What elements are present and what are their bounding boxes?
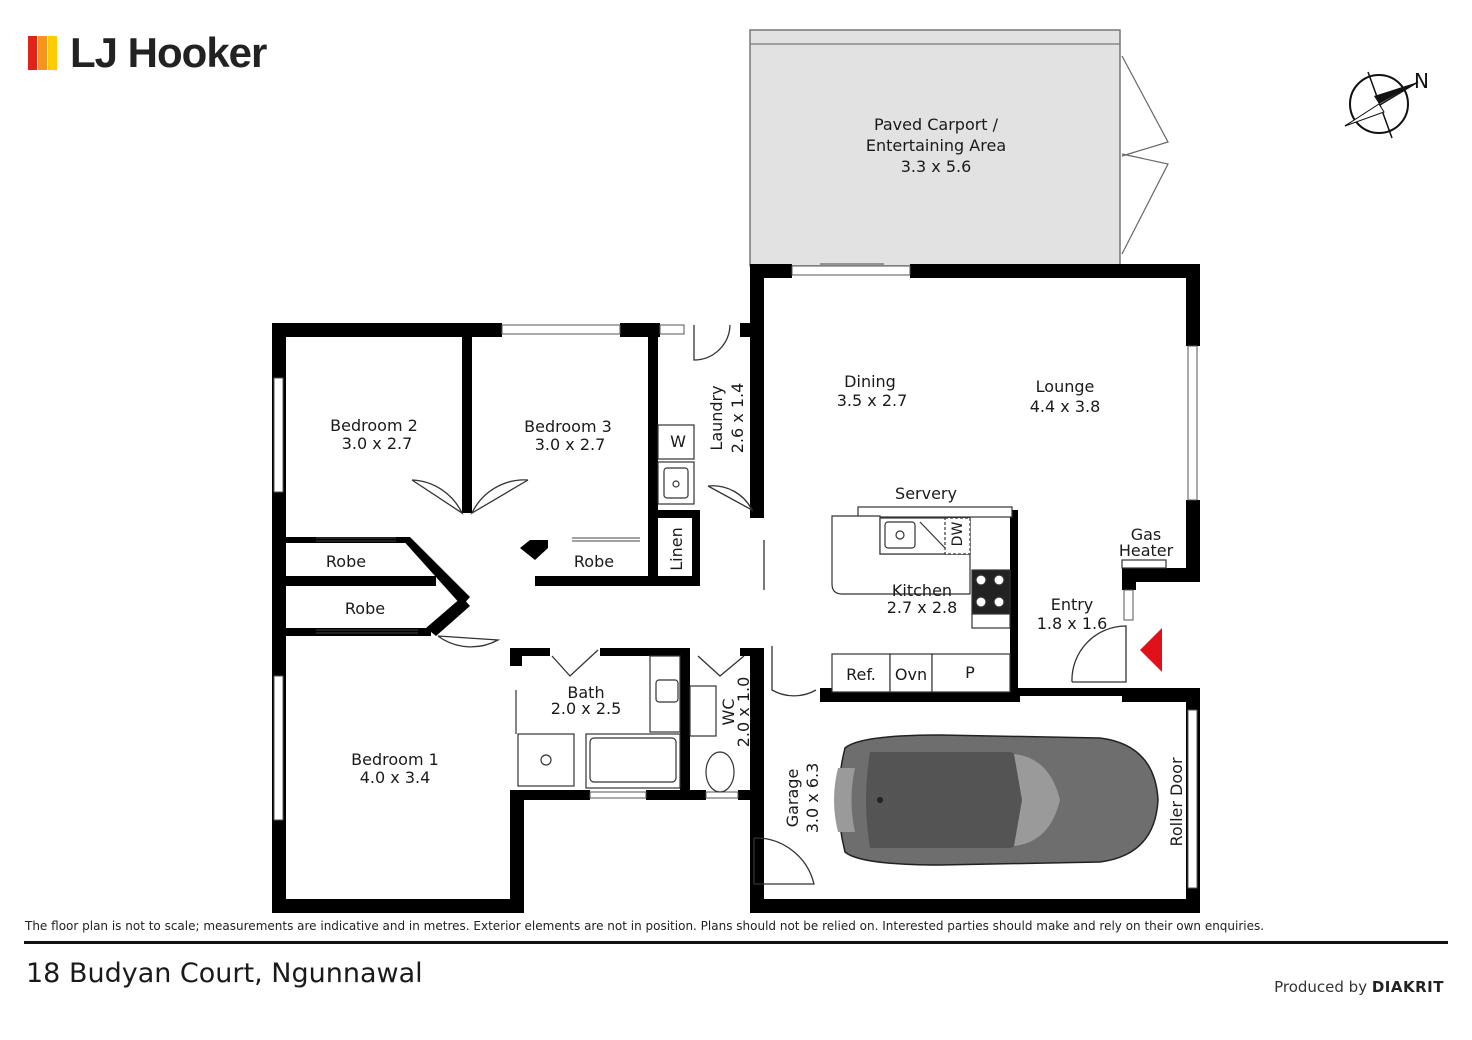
dishwasher-label: DW (950, 522, 966, 547)
robe-sliders (316, 263, 884, 634)
producer-prefix: Produced by (1274, 978, 1368, 996)
washer-label: W (670, 432, 686, 451)
carport-dims: 3.3 x 5.6 (901, 157, 972, 176)
laundry-fixtures (657, 424, 695, 505)
entry-dims: 1.8 x 1.6 (1037, 614, 1108, 633)
entry-marker-icon (1140, 628, 1162, 672)
laundry-dims: 2.6 x 1.4 (728, 383, 747, 454)
oven-label: Ovn (895, 665, 927, 684)
robe-label-bed1: Robe (345, 599, 385, 618)
wc-dims: 2.0 x 1.0 (734, 677, 753, 748)
bath-dims: 2.0 x 2.5 (551, 699, 622, 718)
gas-heater-label: Gas (1131, 525, 1162, 544)
entry-label: Entry (1051, 595, 1094, 614)
property-address: 18 Budyan Court, Ngunnawal (26, 958, 423, 989)
producer-name: DIAKRIT (1371, 978, 1444, 996)
windows (273, 265, 1198, 889)
dining-dims: 3.5 x 2.7 (837, 391, 908, 410)
bedroom1-dims: 4.0 x 3.4 (360, 768, 431, 787)
disclaimer-text: The floor plan is not to scale; measurem… (25, 919, 1265, 933)
carport-area (749, 29, 1169, 267)
bath-fixtures (515, 655, 735, 793)
floor-plan: Paved Carport / Entertaining Area 3.3 x … (272, 29, 1200, 913)
servery-label: Servery (895, 484, 957, 503)
bedroom1-label: Bedroom 1 (351, 750, 439, 769)
lounge-label: Lounge (1036, 377, 1095, 396)
kitchen-fixtures (831, 506, 1167, 693)
compass-icon: N (1344, 69, 1429, 139)
laundry-label: Laundry (707, 385, 726, 450)
footer-divider (24, 941, 1448, 944)
producer-credit: Produced by DIAKRIT (1274, 978, 1444, 996)
kitchen-label: Kitchen (892, 581, 952, 600)
robe-label-bed2: Robe (326, 552, 366, 571)
lounge-dims: 4.4 x 3.8 (1030, 397, 1101, 416)
door-swings (411, 324, 1127, 885)
fridge-label: Ref. (846, 665, 876, 684)
pantry-label: P (965, 663, 975, 682)
kitchen-dims: 2.7 x 2.8 (887, 598, 958, 617)
linen-label: Linen (667, 527, 686, 570)
garage-label: Garage (783, 769, 802, 828)
roller-door-label: Roller Door (1167, 757, 1186, 846)
logo-color-bars (28, 36, 64, 70)
bedroom3-label: Bedroom 3 (524, 417, 612, 436)
bedroom2-label: Bedroom 2 (330, 416, 418, 435)
compass-north-label: N (1414, 69, 1429, 93)
bedroom2-dims: 3.0 x 2.7 (342, 434, 413, 453)
dining-label: Dining (844, 372, 896, 391)
bedroom3-dims: 3.0 x 2.7 (535, 435, 606, 454)
garage-dims: 3.0 x 6.3 (803, 763, 822, 834)
walls (272, 264, 1200, 913)
bath-label: Bath (567, 683, 604, 702)
logo-wordmark: LJ Hooker (70, 29, 267, 76)
gas-heater-label-2: Heater (1119, 541, 1174, 560)
carport-label: Paved Carport / (874, 115, 999, 134)
car-icon (834, 734, 1159, 866)
carport-label-2: Entertaining Area (866, 136, 1006, 155)
wc-label: WC (719, 699, 738, 726)
robe-label-bed3: Robe (574, 552, 614, 571)
